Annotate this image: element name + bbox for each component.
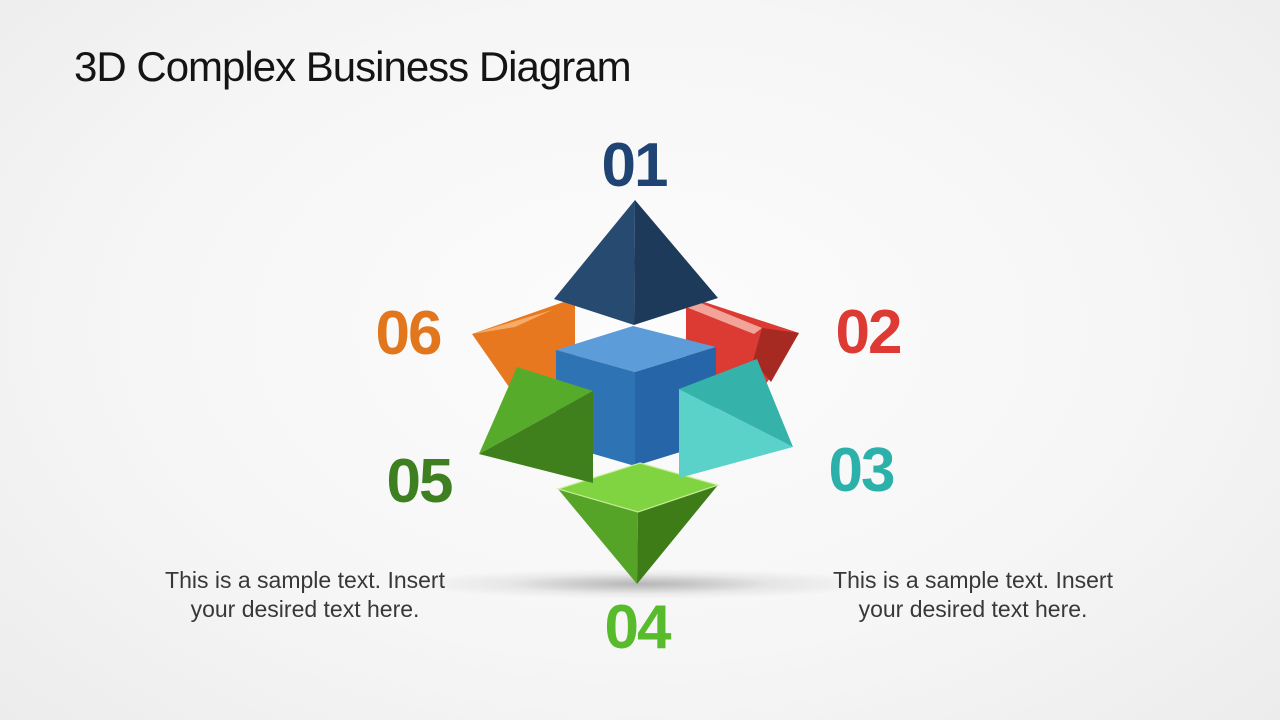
pyramid-03-face-light (679, 389, 793, 478)
pyramid-02-face-dark (753, 328, 799, 382)
pyramid-05-face-light (479, 367, 593, 454)
caption-left-line1: This is a sample text. Insert (165, 567, 445, 593)
ground-shadow-inner (510, 574, 770, 594)
pyramid-03-face-dark (679, 359, 793, 447)
pyramid-05-darkgreen (479, 367, 593, 483)
number-label-02: 02 (835, 298, 903, 367)
pyramid-04-green (555, 462, 721, 584)
caption-left: This is a sample text. Insert your desir… (165, 566, 445, 624)
pyramid-04-face-left (558, 489, 638, 584)
number-label-06: 06 (375, 299, 443, 368)
cube-face-top (556, 326, 716, 372)
pyramid-05-face-dark (479, 391, 593, 483)
pyramid-01-face-right (634, 200, 718, 325)
pyramid-02-edge-highlight (686, 297, 762, 334)
pyramid-03-teal (679, 359, 793, 478)
number-label-05: 05 (386, 447, 454, 516)
pyramid-06-orange (472, 298, 575, 398)
number-label-04: 04 (604, 593, 672, 662)
slide-title: 3D Complex Business Diagram (74, 43, 632, 90)
caption-left-line2: your desired text here. (190, 596, 420, 622)
pyramid-01-face-left (554, 200, 635, 325)
caption-right-line1: This is a sample text. Insert (833, 567, 1113, 593)
pyramid-06-face-highlight (472, 310, 552, 334)
caption-right-line2: your desired text here. (858, 596, 1088, 622)
pyramid-04-face-right (637, 485, 718, 584)
pyramid-06-face-main (472, 298, 575, 398)
number-label-01: 01 (601, 131, 669, 200)
pyramid-01-navy (554, 200, 718, 325)
number-label-03: 03 (828, 436, 896, 505)
caption-right: This is a sample text. Insert your desir… (833, 566, 1113, 624)
